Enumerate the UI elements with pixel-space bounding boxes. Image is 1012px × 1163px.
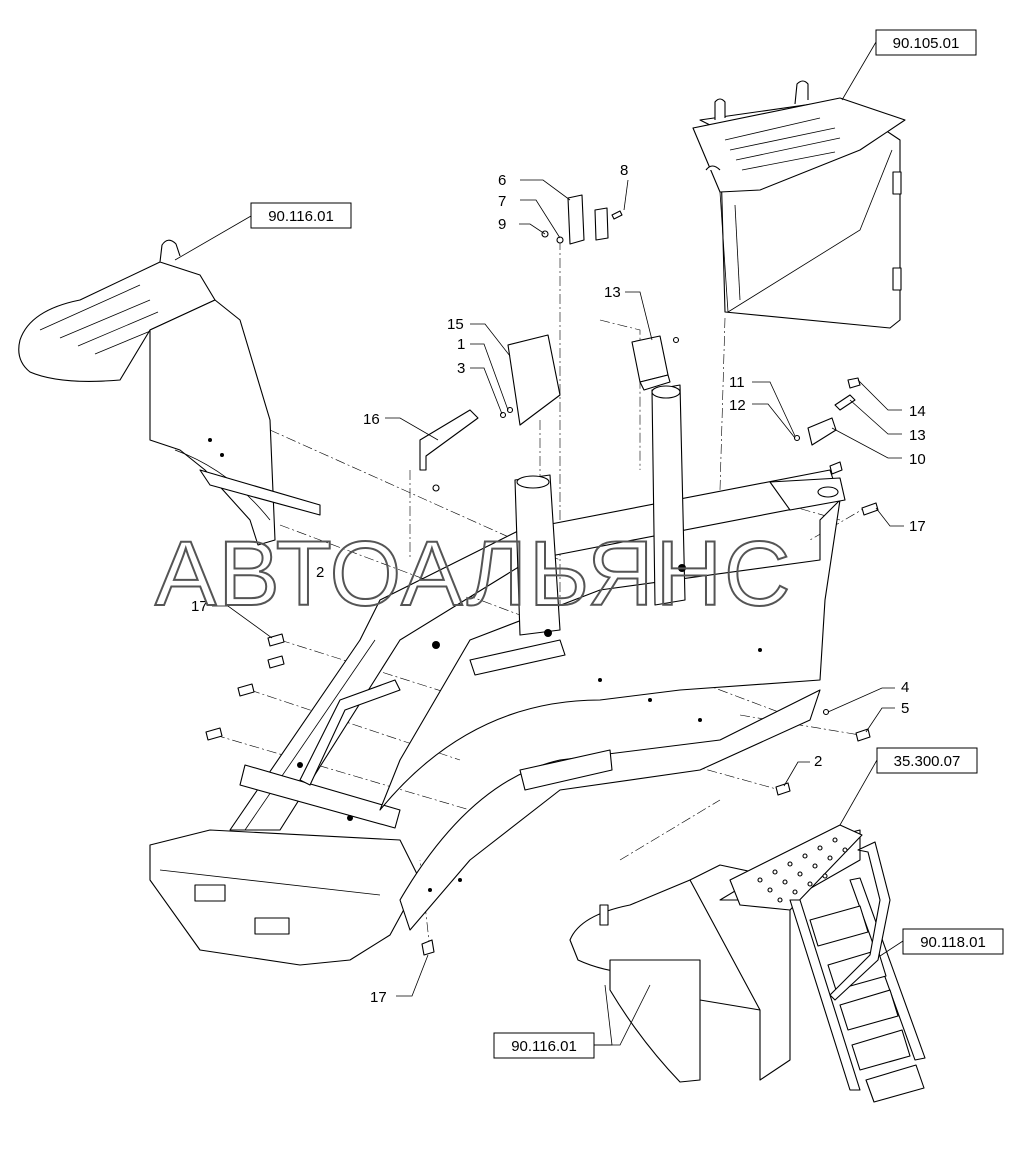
- bracket-10-14: [793, 377, 879, 516]
- bracket-group-top: [541, 194, 623, 245]
- callout-6[interactable]: 6: [498, 172, 506, 189]
- callout-9[interactable]: 9: [498, 216, 506, 233]
- callout-leaders: [212, 179, 904, 997]
- reference-leaders: [174, 41, 904, 1046]
- callout-8[interactable]: 8: [620, 162, 628, 179]
- callout-10[interactable]: 10: [909, 451, 926, 468]
- perforation-pattern: [757, 837, 848, 903]
- callout-5[interactable]: 5: [901, 700, 909, 717]
- watermark: АВТОАЛЬЯНС: [155, 523, 793, 625]
- ref-box-90-118-01[interactable]: [902, 928, 1004, 955]
- callout-11[interactable]: 11: [729, 374, 745, 391]
- ref-label-90-118-01: 90.118.01: [920, 934, 986, 951]
- callout-13-top[interactable]: 13: [604, 284, 621, 301]
- callout-2-right[interactable]: 2: [814, 753, 822, 770]
- callout-2-left[interactable]: 2: [316, 564, 324, 581]
- plate-15: [499, 334, 561, 426]
- cab-module: [692, 80, 906, 329]
- callout-17-right[interactable]: 17: [909, 518, 926, 535]
- callout-numbers: 6 7 9 8 13 15 1 3 16 11 12 14 13 10 17 1…: [191, 162, 926, 1006]
- left-fender: [18, 239, 321, 546]
- ref-box-90-116-01-left[interactable]: [250, 202, 352, 229]
- ref-box-35-300-07[interactable]: [876, 747, 978, 774]
- bolts-2-4-5: [775, 708, 871, 796]
- callout-17-left[interactable]: 17: [191, 598, 208, 615]
- callout-7[interactable]: 7: [498, 193, 506, 210]
- bracket-16: [419, 409, 479, 492]
- callout-14[interactable]: 14: [909, 403, 926, 420]
- ref-label-35-300-07: 35.300.07: [894, 753, 961, 770]
- bolts-17: [205, 633, 435, 956]
- ref-box-90-105-01[interactable]: [875, 29, 977, 56]
- step-fender: [569, 824, 926, 1103]
- callout-15[interactable]: 15: [447, 316, 464, 333]
- bracket-13: [631, 335, 680, 391]
- callout-16[interactable]: 16: [363, 411, 380, 428]
- ref-label-90-116-01-left: 90.116.01: [268, 208, 334, 225]
- callout-12[interactable]: 12: [729, 397, 746, 414]
- callout-17-bottom[interactable]: 17: [370, 989, 387, 1006]
- callout-3[interactable]: 3: [457, 360, 465, 377]
- callout-1[interactable]: 1: [457, 336, 465, 353]
- ref-label-90-105-01: 90.105.01: [893, 35, 960, 52]
- reference-boxes: 90.105.01 90.116.01 35.300.07 90.118.01 …: [250, 29, 1004, 1059]
- ref-label-90-116-01-bottom: 90.116.01: [511, 1038, 577, 1055]
- callout-4[interactable]: 4: [901, 679, 909, 696]
- main-frame: [149, 384, 846, 966]
- ref-box-90-116-01-bottom[interactable]: [493, 1032, 595, 1059]
- callout-13-right[interactable]: 13: [909, 427, 926, 444]
